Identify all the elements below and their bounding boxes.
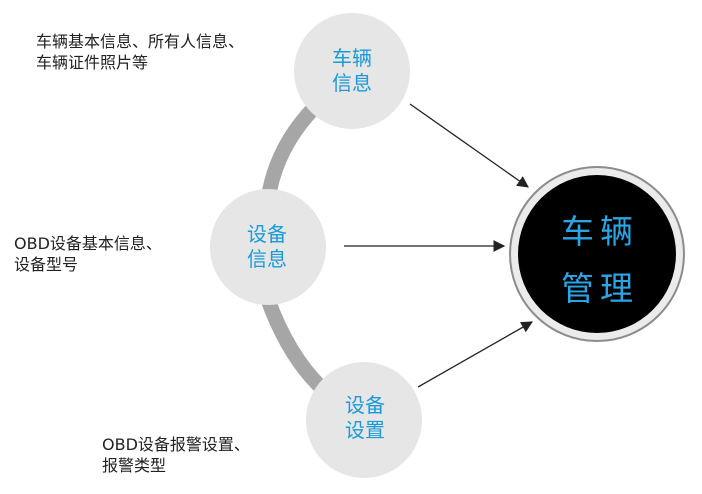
connector-arc-bottom: [260, 297, 332, 398]
node-device-settings-label-line2: 设置: [345, 418, 385, 442]
description-device-info-line2: 设备型号: [14, 255, 79, 274]
description-device-info: OBD设备基本信息、 设备型号: [14, 233, 162, 275]
description-vehicle-info: 车辆基本信息、所有人信息、 车辆证件照片等: [36, 31, 244, 73]
node-vehicle-info: [294, 13, 410, 129]
hub-vehicle-management: [518, 175, 676, 333]
description-vehicle-info-line2: 车辆证件照片等: [36, 53, 149, 72]
node-vehicle-info-label-line2: 信息: [332, 71, 372, 95]
node-device-settings: [306, 362, 422, 478]
description-device-settings-line2: 报警类型: [102, 456, 167, 475]
node-device-info: [210, 189, 326, 305]
arrow-device-settings-to-hub: [417, 321, 534, 388]
node-device-info-label-line1: 设备: [247, 222, 287, 246]
arrow-vehicle-to-hub: [409, 103, 529, 188]
node-vehicle-info-label-line1: 车辆: [332, 46, 372, 70]
description-device-settings: OBD设备报警设置、 报警类型: [102, 434, 250, 476]
description-device-settings-line1: OBD设备报警设置、: [102, 435, 250, 454]
node-device-info-label-line2: 信息: [247, 247, 287, 271]
hub-label-line1: 车辆: [561, 212, 639, 251]
hub-label-line2: 管理: [561, 269, 639, 308]
description-device-info-line1: OBD设备基本信息、: [14, 234, 162, 253]
connector-arc-top: [260, 104, 318, 202]
node-device-settings-label-line1: 设备: [345, 393, 385, 417]
description-vehicle-info-line1: 车辆基本信息、所有人信息、: [36, 32, 245, 51]
